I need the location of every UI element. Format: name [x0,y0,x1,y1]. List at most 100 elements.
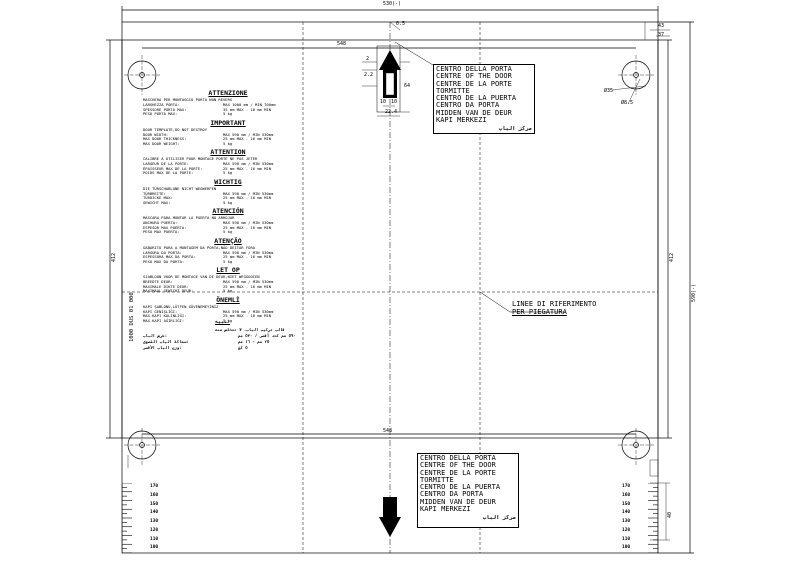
instruction-row-label: ESPESSURA MAX DA PORTA: [143,254,196,259]
scale-label: 140 [150,510,159,516]
scale-label: 150 [622,501,631,507]
arabic-value-2: ٢٥ مم - ١٦ مم [238,339,270,344]
instruction-row-label: POIDS MAX DE LA PORTE: [143,170,194,175]
scale-label: 100 [622,545,631,551]
door-centre-label-top: CENTRO DELLA PORTA CENTRE OF THE DOOR CE… [433,64,535,134]
scale-left-ticks [122,483,132,553]
arabic-row-3: سماكة الباب القصوى: [143,339,189,344]
instruction-row-label: LARGURA DA PORTA: [143,249,182,255]
scale-label: 130 [150,519,159,524]
instruction-row-value: 25 mm MAX - 16 mm MIN [223,254,272,259]
label-line-it: CENTRO DELLA PORTA [420,454,496,462]
top-direction-arrow [379,50,401,98]
scale-label: 120 [622,527,631,533]
label-line-es: CENTRO DE LA PUERTA [420,483,501,492]
instruction-intro: KAPI ŞABLONU,LÜTFEN GÜVENEMEYİNİZ [143,303,219,309]
scale-label: 160 [622,492,631,498]
fold-line-label: LINEE DI RIFERIMENTO PER PIEGATURA [512,300,597,316]
instruction-row-value: 5 kg [223,288,233,293]
left-inner-height-dim: 412 [111,252,117,262]
instruction-row-label: PESO PORTA MAX: [143,111,178,116]
scale-label: 120 [150,527,159,533]
door-centre-label-bottom: CENTRO DELLA PORTA CENTRE OF THE DOOR CE… [417,453,519,528]
label-line-pt: CENTRO DA PORTA [420,490,484,499]
instruction-row-label: ESPESOR MAX PUERTA: [143,224,187,230]
label-line-pt: CENTRO DA PORTA [436,101,500,110]
scale-label: 140 [622,510,631,516]
arabic-row-4: وزن الباب الأقصى: [143,345,182,350]
label-line-it: CENTRO DELLA PORTA [436,65,512,73]
instruction-row-label: ÉPAISSEUR MAX DE LA PORTE: [143,165,203,171]
instruction-row-label: LARGHEZZA PORTA: [143,102,180,107]
label-line-fr: CENTRE DE LA PORTE [436,79,512,88]
scale-label: 150 [150,501,159,507]
scale-label: 110 [622,536,631,542]
label-line-fr: CENTRE DE LA PORTE [420,468,496,477]
arabic-row-2: عرض الباب: [143,333,168,338]
instruction-row-label: PESO MAX PUERTA: [143,229,180,234]
instruction-row-value: 5 kg [223,317,233,323]
label-line-tr: KAPI MERKEZI [420,505,471,514]
instruction-row-label: ANCHURA PUERTA: [143,220,178,225]
height-scale-right: 170 160 150 140 130 120 110 100 [606,483,658,553]
instruction-intro: MÁSCARA PARA MONTAR LA PUERTA NO ARROJAR [143,215,235,220]
label-line-ar: مركز الباب [482,515,516,522]
scale-label: 170 [622,484,631,489]
top-arrow-dim: 0.5 [396,21,406,27]
instruction-row-value: 5 kg [223,170,233,175]
instruction-heading: ÖNEMLİ [216,295,240,304]
arabic-value-3: ٥ كغ [238,345,248,350]
bottom-direction-arrow [379,497,401,537]
instruction-row-value: 5 kg [223,140,233,146]
instruction-row-value: 25 mm MAX - 16 mm MIN [223,224,272,230]
label-line-es: CENTRO DE LA PUERTA [436,94,517,103]
instruction-row-value: 25 mm MAX - 16 mm MIN [223,313,272,318]
right-small-dim-2: 37 [658,32,665,38]
instruction-row-label: GEWICHT MAX: [143,199,171,205]
instruction-row-value: MAX 590 mm / MIN 530mm [223,279,274,284]
instruction-row-label: BREEDTE DEUR: [143,279,173,284]
label-line-nl: MIDDEN VAN DE DEUR [420,497,496,506]
arrow-dim-5: 10 [391,99,398,105]
instruction-row-label: TÜRBREITE: [143,190,166,196]
instruction-row-label: DOOR WIDTH: [143,131,169,137]
instruction-row-label: MAX DOOR THICKNESS: [143,136,187,141]
arabic-row-1: قالب تركيب الباب، لا تتخلص منه [215,327,285,332]
instruction-row-value: MAX 590 mm / MIN 530mm [223,249,274,255]
bottom-center-distance-dim: 548 [383,428,393,434]
instruction-row-value: MAX 590 mm / MIN 530mm [223,131,274,137]
scale-label: 100 [150,545,159,551]
instruction-row-label: LARGEUR DE LA PORTE: [143,161,189,166]
arrow-dim-4: 10 [380,99,387,105]
instruction-heading: IMPORTANT [210,118,246,127]
label-line-en: CENTRE OF THE DOOR [420,461,496,470]
instruction-row-value: MAX 1000 mm / MIN 700mm [223,102,276,107]
instruction-row-value: 5 kg [223,258,233,264]
arrow-dim-1: 2 [366,56,370,62]
instruction-intro: MASCHERA PER MONTAGGIO PORTA NON REVERS [143,97,233,102]
instruction-heading: ATTENZIONE [208,89,248,97]
hole-pilot-dim: Ø8.5 [621,100,634,106]
instruction-heading: ATENÇÃO [214,236,242,245]
scale-label: 130 [622,519,631,524]
instruction-row-value: 5 kg [223,111,233,116]
instruction-row-value: MAX 590 mm / MIN 530mm [223,220,274,225]
label-line-en: CENTRE OF THE DOOR [436,72,512,81]
right-small-dim-1: 43 [658,23,665,29]
arabic-heading: تنبيه [215,319,231,325]
instruction-row-label: PESO MAX DA PORTA: [143,258,185,264]
arabic-value-1: ٥٩٠ مم كحد أقصى / ٥٣٠ مم [238,333,296,338]
arrow-dim-3: 64 [404,83,411,89]
overall-width-dim: 530(-) [383,1,402,7]
instruction-intro: SJABLOON VOOR DE MONTAGE VAN DE DEUR,NIE… [143,274,260,279]
label-line-de: TORMITTE [420,475,454,484]
fold-line-label-1: LINEE DI RIFERIMENTO [512,300,597,308]
instruction-row-value: 5 kg [223,199,233,205]
instruction-row-label: KAPI GENİŞLİĞİ: [143,308,178,314]
instruction-intro: GABARITO PARA A MONTAGEM DA PORTA,NÃO DE… [143,244,256,250]
right-inner-height-dim: 412 [669,252,675,262]
instruction-intro: DIE TÜRSCHABLONE NICHT WEGWERFEN [143,185,217,191]
bottom-right-dim: 40 [667,511,673,518]
